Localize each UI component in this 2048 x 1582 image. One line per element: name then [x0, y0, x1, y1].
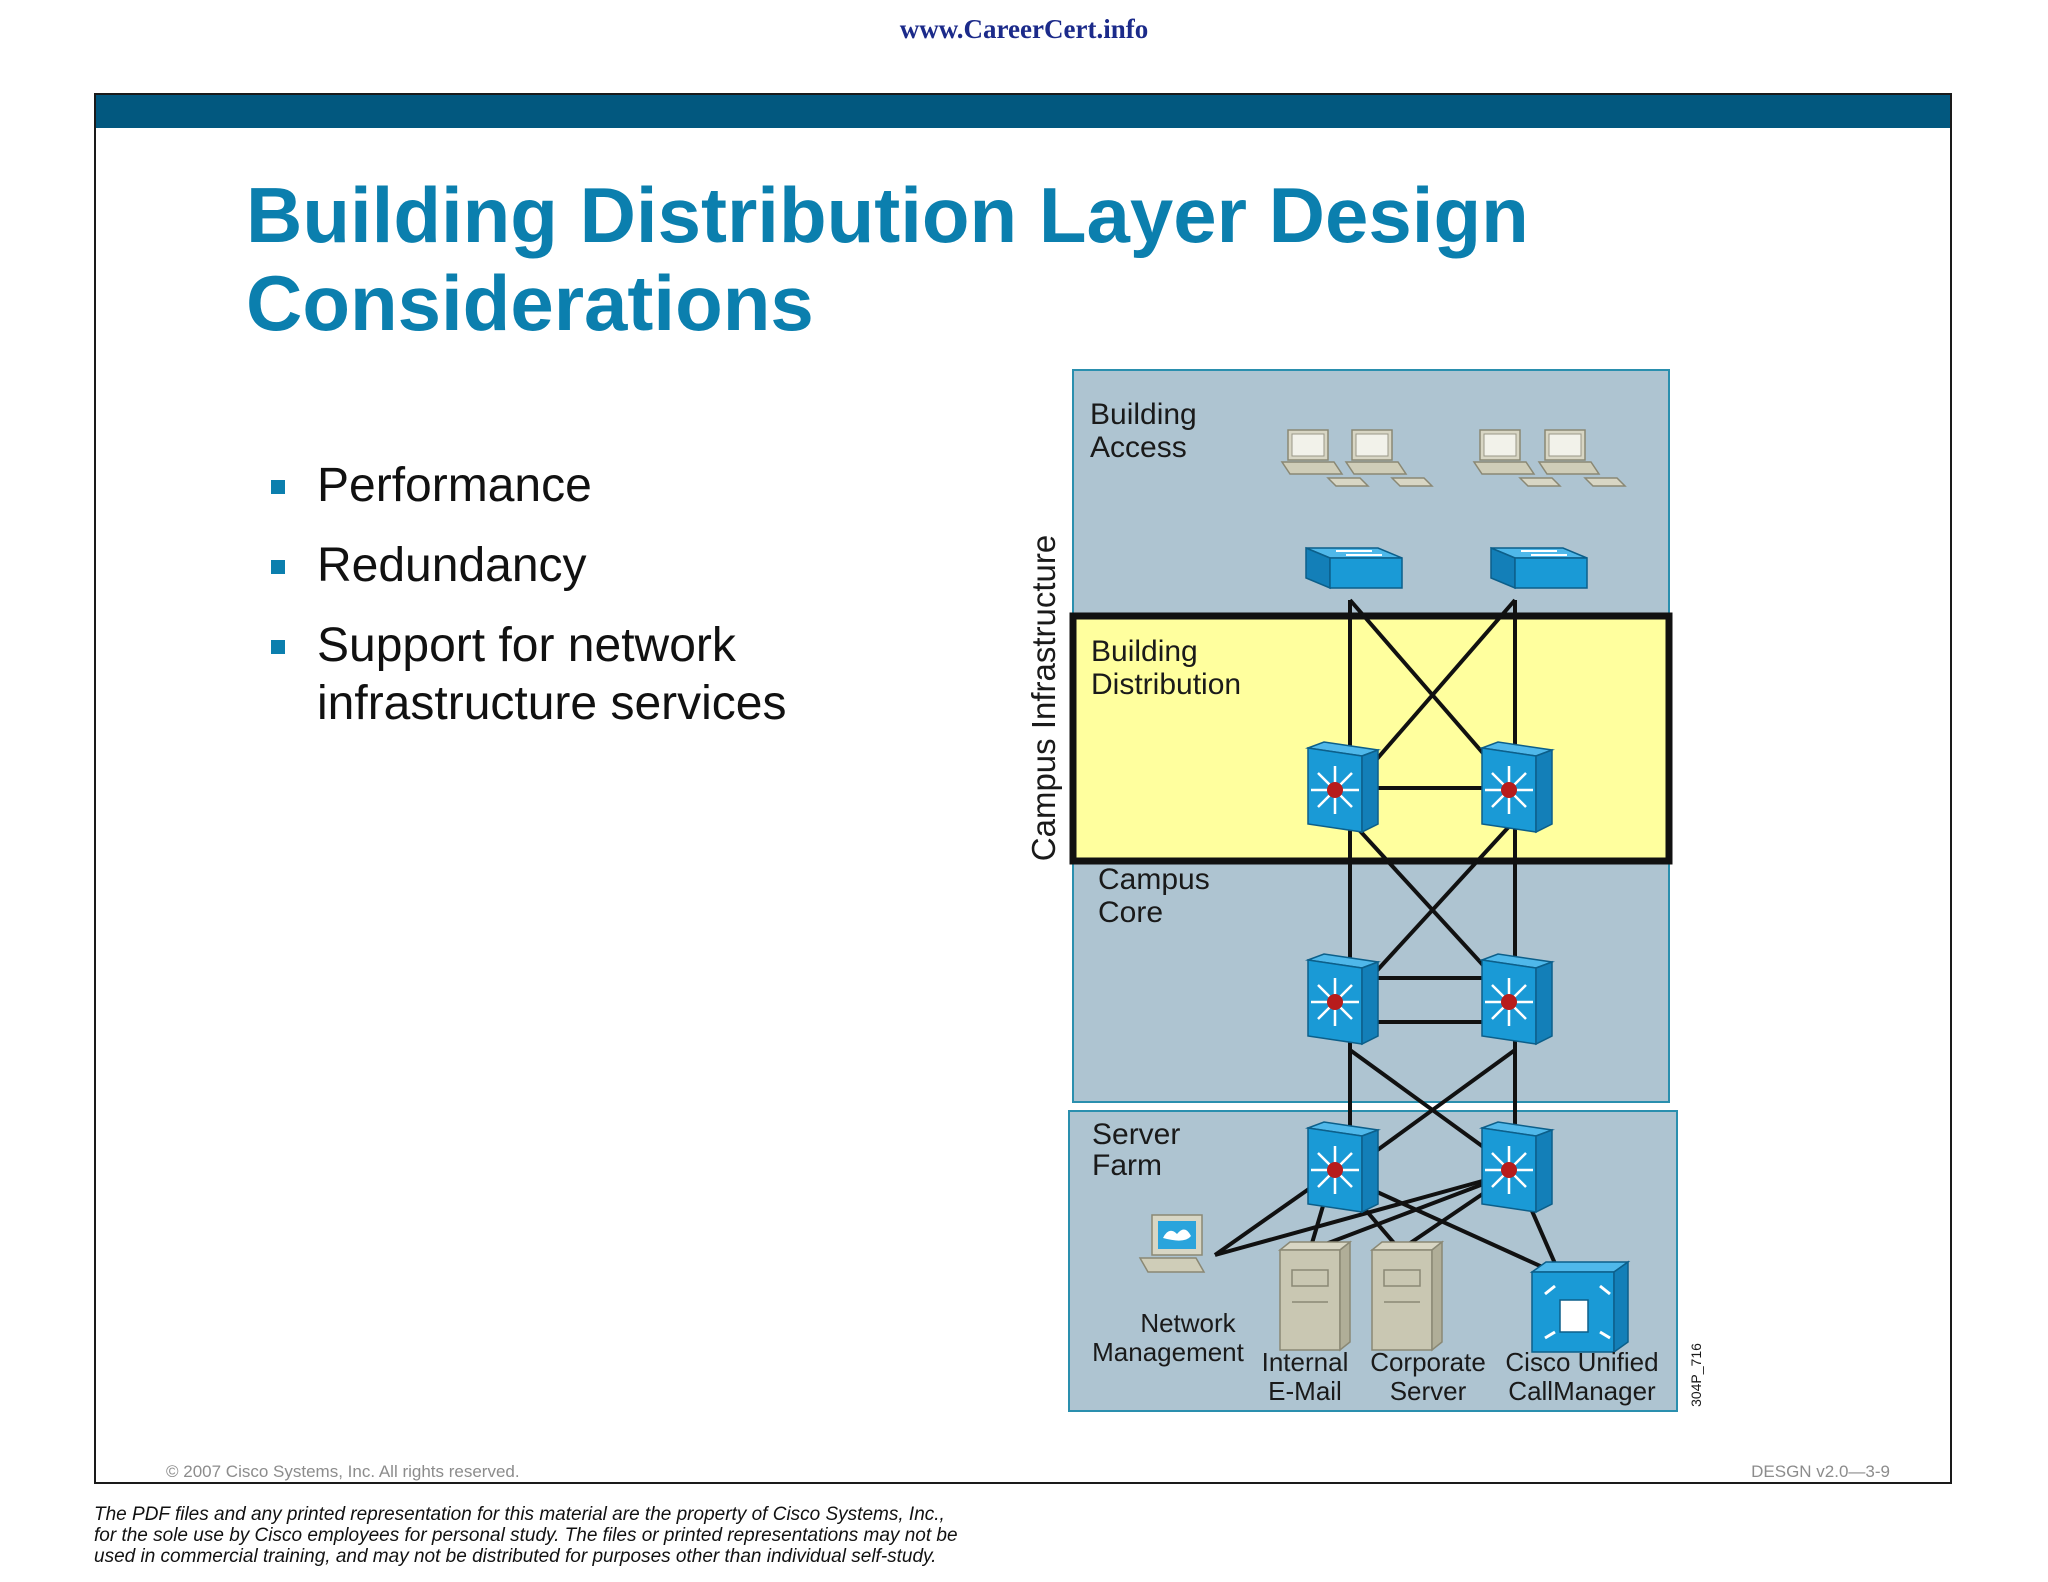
- bullet-square-icon: [271, 480, 285, 494]
- bullet-text-line-2: infrastructure services: [317, 677, 787, 730]
- building-distribution-label: Building Distribution: [1091, 635, 1241, 701]
- bullet-redundancy: Redundancy: [271, 537, 971, 595]
- bullet-square-icon: [271, 560, 285, 574]
- bullet-text: Redundancy: [317, 539, 587, 592]
- bullet-text-line-1: Support for network: [317, 619, 736, 672]
- internal-email-label-line-1: Internal: [1262, 1347, 1349, 1377]
- distribution-label-line-1: Building: [1091, 635, 1198, 668]
- disclaimer-line-2: for the sole use by Cisco employees for …: [94, 1525, 958, 1546]
- callmanager-label-line-1: Cisco Unified: [1505, 1347, 1658, 1377]
- slide-number: DESGN v2.0—3-9: [1751, 1462, 1890, 1481]
- server-farm-label-line-1: Server: [1092, 1118, 1180, 1151]
- bullet-text: Performance: [317, 459, 592, 512]
- distribution-label-line-2: Distribution: [1091, 668, 1241, 701]
- core-label-line-1: Campus: [1098, 863, 1210, 896]
- bullet-infrastructure-services: Support for network infrastructure servi…: [271, 617, 971, 733]
- access-label-line-2: Access: [1090, 431, 1187, 464]
- copyright: © 2007 Cisco Systems, Inc. All rights re…: [166, 1462, 520, 1481]
- internal-email-label: Internal E-Mail: [1262, 1347, 1349, 1406]
- corporate-server-label-line-1: Corporate: [1370, 1347, 1486, 1377]
- network-management-label-line-1: Network: [1140, 1308, 1236, 1338]
- title-line-1: Building Distribution Layer Design: [246, 171, 1529, 259]
- figure-id: 304P_716: [1688, 1343, 1704, 1407]
- title-line-2: Considerations: [246, 259, 814, 347]
- disclaimer-line-1: The PDF files and any printed representa…: [94, 1504, 945, 1525]
- core-label-line-2: Core: [1098, 896, 1163, 929]
- access-switch-left-icon: [1305, 547, 1403, 589]
- server-farm-label-line-2: Farm: [1092, 1149, 1162, 1182]
- bullet-performance: Performance: [271, 457, 971, 515]
- access-label-line-1: Building: [1090, 398, 1197, 431]
- internal-email-label-line-2: E-Mail: [1268, 1376, 1342, 1406]
- core-switch-right-icon: [1480, 952, 1554, 1046]
- bullet-square-icon: [271, 640, 285, 654]
- distribution-switch-left-icon: [1306, 740, 1380, 834]
- network-management-label-line-2: Management: [1092, 1337, 1245, 1367]
- campus-core-label: Campus Core: [1098, 863, 1210, 929]
- corporate-server-label: Corporate Server: [1370, 1347, 1486, 1406]
- distribution-switch-right-icon: [1480, 740, 1554, 834]
- slide-header-bar: [96, 95, 1950, 128]
- disclaimer-line-3: used in commercial training, and may not…: [94, 1546, 937, 1567]
- callmanager-label-line-2: CallManager: [1508, 1376, 1656, 1406]
- access-switch-right-icon: [1490, 547, 1588, 589]
- site-url: www.CareerCert.info: [899, 14, 1149, 44]
- network-management-station-icon: [1138, 1214, 1206, 1273]
- campus-infrastructure-label: Campus Infrastructure: [1025, 535, 1062, 861]
- bullet-list: Performance Redundancy Support for netwo…: [271, 457, 971, 755]
- corporate-server-icon: [1371, 1241, 1443, 1351]
- disclaimer: The PDF files and any printed representa…: [94, 1504, 1094, 1567]
- callmanager-icon: [1529, 1260, 1631, 1354]
- server-farm-switch-right-icon: [1480, 1120, 1554, 1214]
- corporate-server-label-line-2: Server: [1390, 1376, 1467, 1406]
- server-farm-switch-left-icon: [1306, 1120, 1380, 1214]
- slide-title: Building Distribution Layer Design Consi…: [246, 171, 1746, 347]
- server-farm-label: Server Farm: [1092, 1118, 1180, 1182]
- building-access-label: Building Access: [1090, 398, 1197, 464]
- internal-email-server-icon: [1279, 1241, 1351, 1351]
- core-switch-left-icon: [1306, 952, 1380, 1046]
- network-management-label: Network Management: [1092, 1308, 1245, 1367]
- callmanager-label: Cisco Unified CallManager: [1505, 1347, 1658, 1406]
